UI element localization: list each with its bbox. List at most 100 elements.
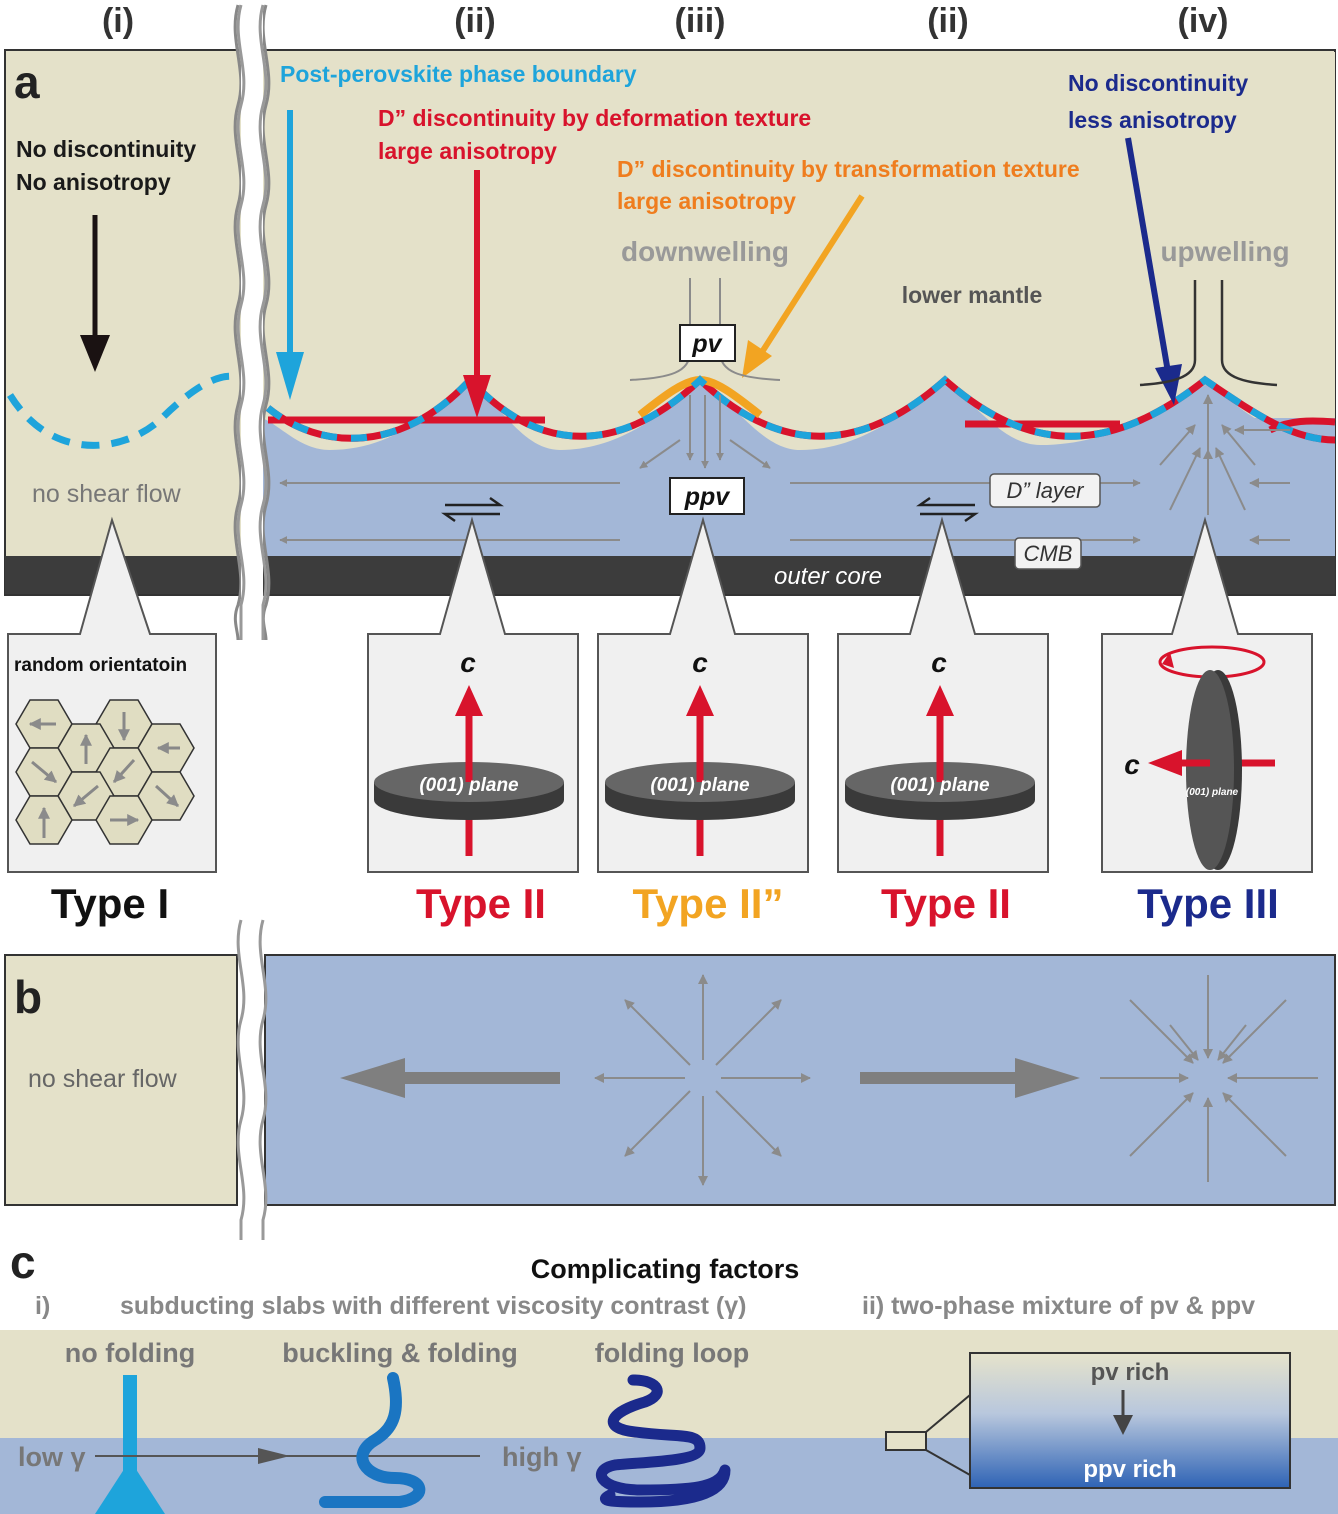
cmb-label: CMB <box>1024 541 1073 566</box>
c-axis-head-4 <box>1148 750 1182 776</box>
nodisc-label-2: less anisotropy <box>1068 107 1237 133</box>
ppv-boundary-arrow-head <box>276 352 304 400</box>
down-arrow-4 <box>639 439 681 469</box>
inset-random-orientation: random orientatoin <box>7 516 217 873</box>
converging-flow-star <box>1100 975 1318 1182</box>
c-axis-head-1 <box>455 685 483 716</box>
col1-no-shear-flow: no shear flow <box>32 480 182 508</box>
upwelling-flow-left <box>1139 280 1197 387</box>
up-arrow-3 <box>1221 424 1256 466</box>
deform-arrow-head <box>463 375 491 418</box>
slab-buckling <box>319 1372 426 1508</box>
panel-c-item-i-num: i) <box>35 1292 50 1320</box>
deform-label-1: D” discontinuity by deformation texture <box>378 105 811 131</box>
panel-b-label: b <box>14 971 42 1023</box>
downwelling-label: downwelling <box>621 236 789 267</box>
type-label-3: Type II” <box>633 880 784 927</box>
nodisc-arrow-head <box>1155 364 1182 405</box>
panel-c-item-i-text: subducting slabs with different viscosit… <box>120 1292 747 1320</box>
c-axis-head-2 <box>686 685 714 716</box>
panel-a: outer core a No discontinuity No anisotr… <box>4 0 1336 641</box>
panel-b-left <box>4 954 238 1206</box>
c-axis-head-3 <box>926 685 954 716</box>
shear-symbol-left <box>441 496 504 523</box>
transform-arrow <box>759 194 865 354</box>
break-edge-left <box>236 4 246 640</box>
col-header-3: (iii) <box>675 2 726 40</box>
upwelling-label: upwelling <box>1160 236 1289 267</box>
cmb-tag <box>1014 537 1082 570</box>
inset-type-iii: c (001) plane <box>1101 516 1313 873</box>
panel-a-label: a <box>14 56 40 108</box>
random-orientation-label: random orientatoin <box>14 655 187 676</box>
panel-b-no-shear-flow: no shear flow <box>28 1065 178 1093</box>
upwelling-flow-right <box>1220 280 1278 387</box>
type-label-2: Type II <box>416 880 546 927</box>
shear-symbol-right <box>916 496 979 523</box>
d-layer-tag <box>989 473 1101 508</box>
rotation-ring-head <box>1162 652 1174 668</box>
col-header-5: (iv) <box>1178 2 1229 40</box>
column-i-mantle <box>6 51 232 555</box>
col-header-4: (ii) <box>927 2 969 40</box>
plane-label-3: (001) plane <box>890 775 990 796</box>
d-layer-fill-lower <box>262 450 1335 556</box>
viscosity-axis-head <box>258 1448 290 1464</box>
break-edge-left-b <box>236 919 246 1240</box>
col-header-2: (ii) <box>454 2 496 40</box>
plane-label-4: (001) plane <box>1186 787 1239 798</box>
pv-rich-label: pv rich <box>1091 1359 1170 1386</box>
ppv-rich-label: ppv rich <box>1083 1456 1176 1483</box>
folding-loop-label: folding loop <box>595 1338 749 1368</box>
col-header-1: (i) <box>102 2 134 40</box>
ppv-boundary-label: Post-perovskite phase boundary <box>280 61 637 87</box>
outer-core-label: outer core <box>774 563 882 590</box>
slab-no-folding <box>123 1375 137 1475</box>
inset-type-ii-right: c (001) plane <box>837 516 1049 873</box>
break-gap-a <box>241 0 263 640</box>
shear-arrow-right <box>860 1058 1080 1098</box>
mixture-zoom-line-2 <box>925 1449 971 1476</box>
type-label-1: Type I <box>51 880 169 927</box>
c-axis-label-2: c <box>692 647 708 678</box>
mixture-zoom-line-1 <box>925 1394 971 1433</box>
type-labels: Type I Type II Type II” Type II Type III <box>51 880 1279 927</box>
c-axis-label-1: c <box>460 647 476 678</box>
column-headers: (i) (ii) (iii) (ii) (iv) <box>102 2 1229 40</box>
panel-b: b no shear flow <box>4 919 1336 1240</box>
plane-label-2: (001) plane <box>650 775 750 796</box>
col1-phase-boundary <box>7 372 242 449</box>
outer-core-region <box>5 556 1335 594</box>
lower-mantle-label: lower mantle <box>902 282 1043 308</box>
pv-box <box>679 324 736 362</box>
col1-arrow-head <box>80 335 110 372</box>
c-axis-label-3: c <box>931 647 947 678</box>
buckling-label: buckling & folding <box>282 1338 517 1368</box>
plane-disk-face-4 <box>1186 670 1234 870</box>
nodisc-arrow <box>1125 137 1171 373</box>
low-gamma-label: low γ <box>18 1442 86 1472</box>
panel-c-label: c <box>10 1236 36 1288</box>
phase-boundary-cyan <box>265 374 1336 444</box>
panel-c: c Complicating factors i) subducting sla… <box>0 1236 1338 1514</box>
plane-label-1: (001) plane <box>419 775 519 796</box>
mixture-small-box <box>885 1431 927 1451</box>
break-line-a2 <box>261 4 271 641</box>
d-layer-label: D” layer <box>1006 478 1085 503</box>
break-line-a <box>233 4 243 641</box>
deform-label-2: large anisotropy <box>378 138 557 164</box>
inset-type-ii-left: c (001) plane <box>367 516 579 873</box>
up-arrow-2 <box>1159 424 1196 466</box>
up-arrow-5 <box>1215 447 1246 511</box>
ppv-label: ppv <box>684 483 732 511</box>
grain-orientation-arrows <box>28 712 180 838</box>
mixture-arrow-head <box>1113 1415 1133 1435</box>
break-edge-right-b <box>258 919 268 1240</box>
no-folding-label: no folding <box>65 1338 195 1368</box>
ppv-box <box>669 477 745 515</box>
mantle-cut <box>262 52 1335 450</box>
break-edge-right <box>258 4 268 640</box>
down-arrow-5 <box>729 439 771 469</box>
diverging-flow-star <box>594 974 811 1186</box>
